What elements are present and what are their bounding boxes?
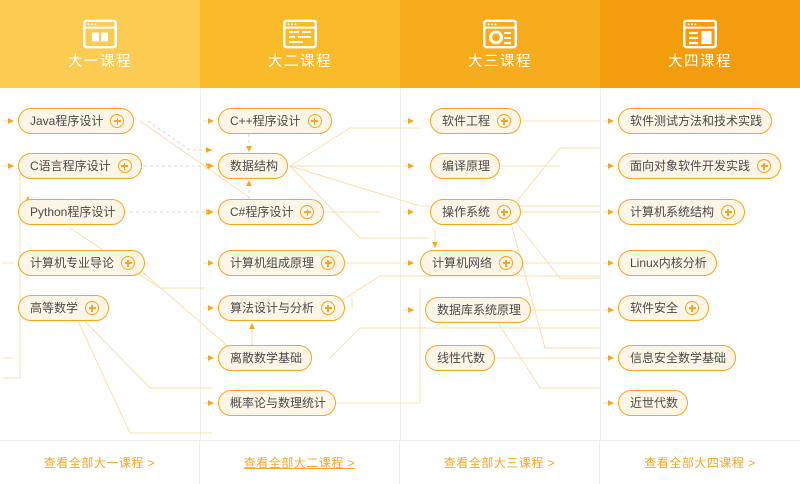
course-node[interactable]: 离散数学基础	[218, 345, 313, 371]
course-label: C++程序设计	[230, 114, 301, 128]
course-node[interactable]: 算法设计与分析	[218, 295, 346, 321]
plus-icon[interactable]	[721, 205, 736, 219]
course-label: 高等数学	[30, 301, 79, 315]
course-node[interactable]: 计算机网络	[420, 250, 524, 276]
course-node[interactable]: 线性代数	[425, 345, 496, 371]
view-all-year1-link[interactable]: 查看全部大一课程 >	[43, 456, 156, 470]
course-label: 信息安全数学基础	[630, 351, 727, 365]
course-node[interactable]: C++程序设计	[218, 108, 332, 134]
year-header-label: 大一课程	[68, 53, 132, 70]
browser-gear-icon	[483, 19, 518, 49]
plus-icon[interactable]	[499, 256, 514, 270]
course-node[interactable]: 操作系统	[430, 199, 522, 225]
course-label: 线性代数	[437, 351, 486, 365]
view-all-year2-link[interactable]: 查看全部大二课程 >	[243, 456, 356, 470]
course-label: C语言程序设计	[30, 159, 111, 173]
plus-icon[interactable]	[121, 256, 136, 270]
plus-icon[interactable]	[307, 114, 322, 128]
course-label: 近世代数	[630, 396, 679, 410]
course-node[interactable]: Linux内核分析	[618, 250, 717, 276]
course-label: 操作系统	[442, 205, 491, 219]
year-header-label: 大二课程	[268, 53, 332, 70]
course-label: 计算机系统结构	[630, 205, 715, 219]
course-node[interactable]: 数据库系统原理	[425, 297, 532, 323]
course-node[interactable]: 计算机组成原理	[218, 250, 346, 276]
course-node[interactable]: 近世代数	[618, 390, 689, 416]
course-label: 软件测试方法和技术实践	[630, 114, 763, 128]
view-all-year3-link[interactable]: 查看全部大三课程 >	[443, 456, 556, 470]
footer-col-year4: 查看全部大四课程 >	[600, 441, 800, 484]
course-label: Linux内核分析	[630, 256, 707, 270]
course-node[interactable]: 数据结构	[218, 153, 289, 179]
year-header-year1[interactable]: 大一课程	[0, 0, 200, 88]
course-label: 概率论与数理统计	[230, 396, 327, 410]
course-node[interactable]: Java程序设计	[18, 108, 135, 134]
column-divider	[200, 88, 201, 440]
year-header-band: 大一课程 大二课程	[0, 0, 800, 88]
course-node[interactable]: 计算机专业导论	[18, 250, 146, 276]
browser-book-icon	[83, 19, 118, 49]
plus-icon[interactable]	[497, 205, 512, 219]
plus-icon[interactable]	[110, 114, 125, 128]
browser-code-icon	[283, 19, 318, 49]
course-node[interactable]: 概率论与数理统计	[218, 390, 337, 416]
course-label: 数据结构	[230, 159, 279, 173]
course-node[interactable]: 信息安全数学基础	[618, 345, 737, 371]
course-label: 计算机组成原理	[230, 256, 315, 270]
plus-icon[interactable]	[497, 114, 512, 128]
roadmap-body: Java程序设计 C语言程序设计 Python程序设计 计算机专业导论 高等数学…	[0, 88, 800, 440]
browser-layout-icon	[683, 19, 718, 49]
course-node[interactable]: 编译原理	[430, 153, 501, 179]
footer-links-bar: 查看全部大一课程 > 查看全部大二课程 > 查看全部大三课程 > 查看全部大四课…	[0, 440, 800, 484]
course-label: Python程序设计	[30, 205, 116, 219]
course-label: 编译原理	[442, 159, 491, 173]
plus-icon[interactable]	[321, 301, 336, 315]
course-label: 离散数学基础	[230, 351, 303, 365]
course-node[interactable]: Python程序设计	[18, 199, 126, 225]
column-divider	[400, 88, 401, 440]
plus-icon[interactable]	[300, 205, 315, 219]
footer-col-year2: 查看全部大二课程 >	[200, 441, 400, 484]
course-node[interactable]: 软件工程	[430, 108, 522, 134]
year-header-year3[interactable]: 大三课程	[400, 0, 600, 88]
year-header-label: 大三课程	[468, 53, 532, 70]
year-header-year2[interactable]: 大二课程	[200, 0, 400, 88]
year-header-year4[interactable]: 大四课程	[600, 0, 800, 88]
plus-icon[interactable]	[685, 301, 700, 315]
column-divider	[600, 88, 601, 440]
plus-icon[interactable]	[321, 256, 336, 270]
course-node[interactable]: C#程序设计	[218, 199, 325, 225]
course-label: C#程序设计	[230, 205, 294, 219]
course-label: 数据库系统原理	[437, 303, 522, 317]
course-label: 算法设计与分析	[230, 301, 315, 315]
plus-icon[interactable]	[117, 159, 132, 173]
course-label: 软件工程	[442, 114, 491, 128]
footer-col-year3: 查看全部大三课程 >	[400, 441, 600, 484]
course-node[interactable]: 软件测试方法和技术实践	[618, 108, 773, 134]
course-label: 软件安全	[630, 301, 679, 315]
course-label: 面向对象软件开发实践	[630, 159, 751, 173]
course-node[interactable]: C语言程序设计	[18, 153, 142, 179]
course-label: Java程序设计	[30, 114, 104, 128]
course-node[interactable]: 软件安全	[618, 295, 710, 321]
course-node[interactable]: 面向对象软件开发实践	[618, 153, 782, 179]
footer-col-year1: 查看全部大一课程 >	[0, 441, 200, 484]
course-node[interactable]: 计算机系统结构	[618, 199, 746, 225]
course-label: 计算机网络	[432, 256, 493, 270]
view-all-year4-link[interactable]: 查看全部大四课程 >	[644, 456, 756, 470]
plus-icon[interactable]	[85, 301, 100, 315]
year-header-label: 大四课程	[668, 53, 732, 70]
course-label: 计算机专业导论	[30, 256, 115, 270]
course-node[interactable]: 高等数学	[18, 295, 110, 321]
plus-icon[interactable]	[757, 159, 772, 173]
